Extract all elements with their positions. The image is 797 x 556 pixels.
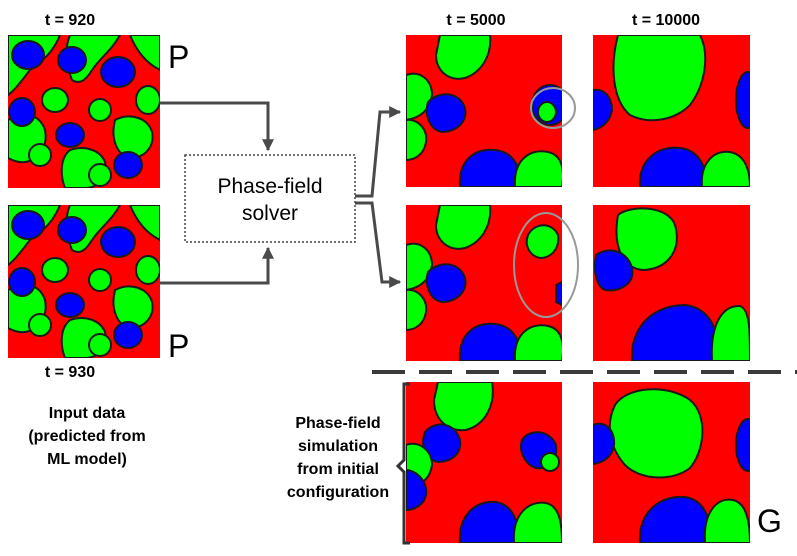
solver-label-line1: Phase-field xyxy=(217,175,322,198)
microstructure-panel-gt-t5000 xyxy=(406,382,562,543)
label-p-top: P xyxy=(168,39,189,75)
label-t920: t = 920 xyxy=(45,12,95,29)
phase-field-solver-box xyxy=(184,154,356,243)
input-data-line2: (predicted from xyxy=(28,428,145,445)
microstructure-panel-t930 xyxy=(8,205,160,358)
simulation-label-line3: from initial xyxy=(297,461,379,478)
highlight-circle-row1 xyxy=(530,87,576,129)
arrow-top-input-to-solver xyxy=(160,101,274,152)
microstructure-panel-gt-t10000 xyxy=(593,382,750,543)
label-t10000: t = 10000 xyxy=(632,12,700,29)
microstructure-panel-t920 xyxy=(8,35,160,188)
input-data-line1: Input data xyxy=(49,405,126,422)
microstructure-panel-row1-t10000 xyxy=(593,35,750,187)
arrow-solver-to-row2 xyxy=(355,201,402,288)
label-t930: t = 930 xyxy=(45,364,95,381)
arrow-bottom-input-to-solver xyxy=(160,246,274,285)
microstructure-panel-row2-t10000 xyxy=(593,205,750,361)
simulation-label-line4: configuration xyxy=(287,484,389,501)
microstructure-panel-row1-t5000 xyxy=(406,35,562,187)
microstructure-panel-row2-t5000 xyxy=(406,205,562,361)
highlight-ellipse-row2 xyxy=(513,212,579,318)
solver-label-line2: solver xyxy=(242,202,298,225)
arrow-solver-to-row1 xyxy=(355,106,402,198)
label-p-bottom: P xyxy=(168,328,189,364)
label-t5000: t = 5000 xyxy=(446,12,505,29)
simulation-label-line1: Phase-field xyxy=(295,415,380,432)
simulation-label-line2: simulation xyxy=(298,438,378,455)
label-g: G xyxy=(757,503,782,539)
simulation-bracket xyxy=(395,382,410,545)
flow-arrows xyxy=(160,101,402,288)
input-data-line3: ML model) xyxy=(47,451,127,468)
